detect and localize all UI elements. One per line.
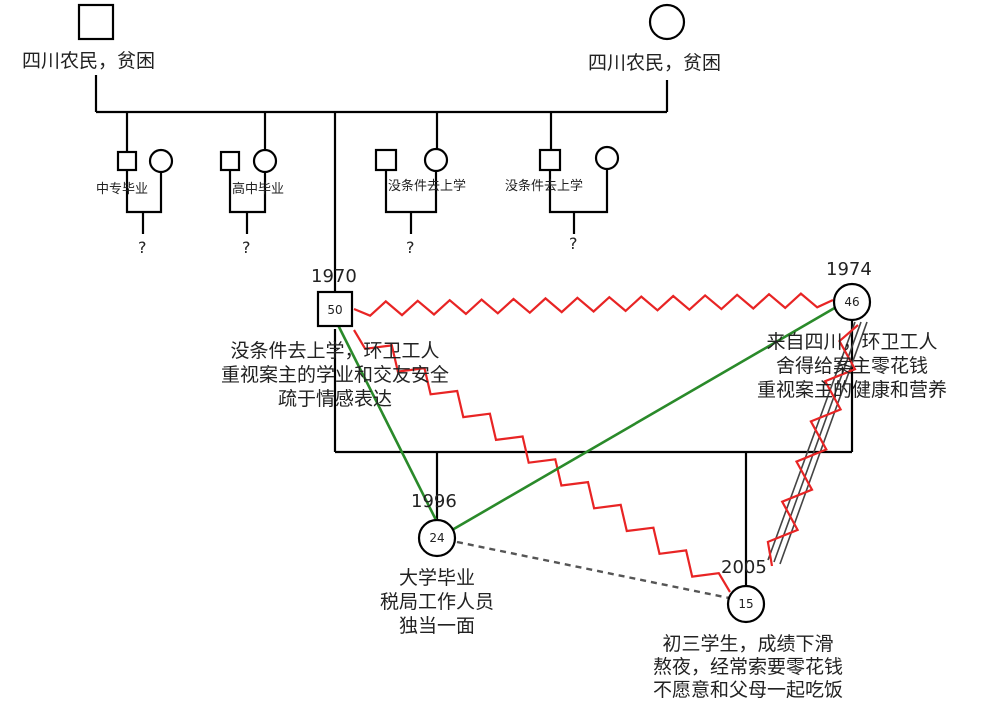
spouse-circle bbox=[423, 147, 449, 173]
mother-description-line: 重视案主的健康和营养 bbox=[756, 378, 947, 401]
client-birth-year: 2005 bbox=[721, 557, 767, 578]
conflict-line-father-mother bbox=[353, 292, 834, 317]
client-age: 15 bbox=[738, 597, 753, 611]
elder-child-description-line: 独当一面 bbox=[398, 614, 475, 637]
mother-birth-year: 1974 bbox=[826, 259, 872, 280]
unknown-child-mark: ? bbox=[406, 238, 415, 257]
elder-child-description-line: 税局工作人员 bbox=[379, 590, 494, 613]
father-birth-year: 1970 bbox=[311, 266, 357, 287]
client-circle bbox=[726, 584, 766, 624]
sibling-couple-line bbox=[548, 169, 609, 234]
father-age: 50 bbox=[327, 303, 342, 317]
client-description-line: 初三学生，成绩下滑 bbox=[662, 633, 834, 655]
grandmother-label: 四川农民，贫困 bbox=[588, 52, 722, 74]
sibling-couple-line bbox=[228, 170, 267, 234]
elder-child-age: 24 bbox=[429, 531, 444, 545]
elder-child-description: 大学毕业 税局工作人员 独当一面 bbox=[367, 567, 507, 638]
sibling-couple-line bbox=[125, 170, 163, 234]
spouse-circle bbox=[252, 148, 278, 174]
conflict-line-father-client bbox=[353, 329, 731, 593]
sibling-label: 没条件去上学 bbox=[505, 179, 584, 194]
parents-marriage-line bbox=[333, 320, 854, 454]
mother-description-line: 舍得给案主零花钱 bbox=[775, 354, 928, 377]
distant-line-elder-client bbox=[456, 540, 730, 600]
sibling-square bbox=[538, 148, 562, 172]
father-description: 没条件去上学，环卫工人 重视案主的学业和交友安全 疏于情感表达 bbox=[190, 340, 480, 411]
sibling-square bbox=[219, 150, 241, 172]
close-line-father-elder bbox=[334, 320, 438, 521]
client-description-line: 不愿意和父母一起吃饭 bbox=[652, 678, 843, 701]
client-description-line: 熬夜，经常索要零花钱 bbox=[652, 655, 843, 678]
sibling-square bbox=[116, 150, 138, 172]
sibling-label: 中专毕业 bbox=[96, 182, 149, 197]
grandmother-circle bbox=[648, 3, 686, 41]
conflict-line-mother-client bbox=[766, 321, 868, 567]
grandfather-label: 四川农民，贫困 bbox=[22, 50, 156, 72]
mother-description: 来自四川，环卫工人 舍得给案主零花钱 重视案主的健康和营养 bbox=[722, 331, 982, 402]
client-description: 初三学生，成绩下滑 熬夜，经常索要零花钱 不愿意和父母一起吃饭 bbox=[618, 633, 878, 701]
elder-child-birth-year: 1996 bbox=[411, 491, 457, 512]
father-description-line: 疏于情感表达 bbox=[277, 387, 392, 410]
mother-description-line: 来自四川，环卫工人 bbox=[766, 331, 938, 353]
father-square bbox=[316, 290, 354, 328]
close-line-mother-elder bbox=[451, 304, 839, 532]
spouse-circle bbox=[594, 145, 620, 171]
unknown-child-mark: ? bbox=[138, 238, 147, 257]
elder-child-description-line: 大学毕业 bbox=[398, 567, 475, 589]
unknown-child-mark: ? bbox=[569, 234, 578, 253]
sibling-couple-line bbox=[384, 170, 438, 234]
spouse-circle bbox=[148, 148, 174, 174]
sibling-label: 没条件去上学 bbox=[388, 179, 467, 194]
mother-age: 46 bbox=[844, 295, 859, 309]
father-description-line: 重视案主的学业和交友安全 bbox=[220, 363, 449, 386]
elder-child-circle bbox=[417, 518, 457, 558]
grandparents-marriage-line bbox=[94, 75, 669, 114]
sibling-label: 高中毕业 bbox=[232, 182, 285, 197]
father-description-line: 没条件去上学，环卫工人 bbox=[230, 340, 440, 362]
unknown-child-mark: ? bbox=[242, 238, 251, 257]
sibling-square bbox=[374, 148, 398, 172]
grandfather-square bbox=[77, 3, 115, 41]
mother-circle bbox=[832, 282, 872, 322]
